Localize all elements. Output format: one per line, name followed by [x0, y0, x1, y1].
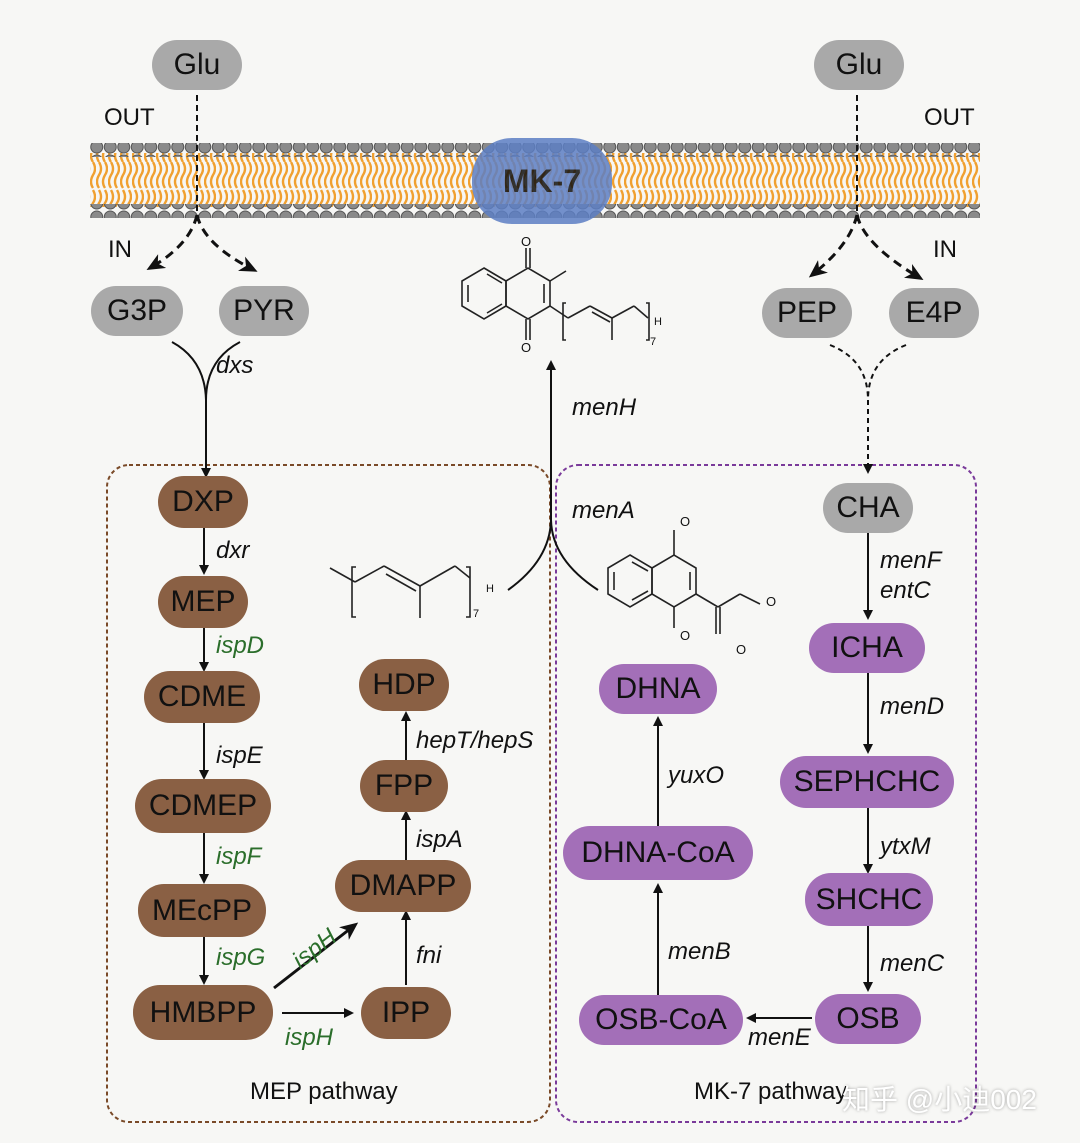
g3p-node: G3P	[91, 286, 183, 336]
hmbpp-node: HMBPP	[133, 985, 273, 1040]
enzyme-hept-heps: hepT/hepS	[416, 727, 534, 754]
e4p-node: E4P	[889, 288, 979, 338]
pep-node: PEP	[762, 288, 852, 338]
dhna-node: DHNA	[599, 664, 717, 714]
mk7-oxygen-bottom: O	[521, 340, 532, 355]
dhna-oxygen-top: O	[680, 514, 691, 529]
enzyme-ispa: ispA	[416, 826, 463, 853]
enzyme-isph: ispH	[285, 1024, 334, 1051]
dmapp-node: DMAPP	[335, 860, 471, 912]
shchc-node: SHCHC	[805, 873, 933, 926]
mk7-oxygen-top: O	[521, 234, 532, 249]
glucose-uptake-left	[146, 95, 258, 272]
dhna-structure	[607, 530, 761, 634]
pyr-node: PYR	[219, 286, 309, 336]
mep-pathway-label: MEP pathway	[250, 1078, 398, 1105]
watermark: 知乎 @小迪002	[842, 1084, 1037, 1115]
enzyme-entc: entC	[880, 577, 931, 604]
osb-node: OSB	[815, 994, 921, 1044]
icha-node: ICHA	[809, 623, 925, 673]
enzyme-menh: menH	[572, 394, 637, 421]
mecpp-node: MEcPP	[138, 884, 266, 937]
mena-menh-arrow	[507, 360, 599, 591]
enzyme-yuxo: yuxO	[668, 762, 725, 789]
cha-synthesis-arrow	[829, 344, 907, 474]
enzyme-ytxm: ytxM	[880, 833, 931, 860]
sephchc-node: SEPHCHC	[780, 756, 954, 808]
chain-hydrogen: H	[486, 583, 494, 595]
heptaprenyl-chain-structure	[329, 565, 471, 618]
mep-pathway-region	[106, 464, 551, 1123]
enzyme-ispd: ispD	[216, 632, 265, 659]
glucose-right-node: Glu	[814, 40, 904, 90]
cha-node: CHA	[823, 483, 913, 533]
hdp-node: HDP	[359, 659, 449, 711]
dxp-node: DXP	[158, 476, 248, 528]
enzyme-ispg: ispG	[216, 944, 266, 971]
mk7-pathway-region	[555, 464, 977, 1123]
fpp-node: FPP	[360, 760, 448, 812]
enzyme-menb: menB	[668, 938, 731, 965]
osb-coa-node: OSB-CoA	[579, 995, 743, 1045]
enzyme-dxs: dxs	[216, 352, 254, 379]
enzyme-mend: menD	[880, 693, 945, 720]
mep-arrows	[199, 528, 411, 1018]
outside-label-right: OUT	[924, 104, 975, 131]
enzyme-ispf: ispF	[216, 843, 262, 870]
dxs-arrow	[171, 341, 241, 478]
outside-label-left: OUT	[104, 104, 155, 131]
chain-subscript: 7	[473, 608, 480, 620]
cdme-node: CDME	[144, 671, 260, 723]
ipp-node: IPP	[361, 987, 451, 1039]
dhna-hydroxyl-oxygen: O	[766, 594, 777, 609]
enzyme-menf: menF	[880, 547, 942, 574]
dhna-oxygen-bottom: O	[680, 628, 691, 643]
enzyme-dxr: dxr	[216, 537, 250, 564]
enzyme-mena: menA	[572, 497, 635, 524]
mk7-pathway-label: MK-7 pathway	[694, 1078, 848, 1105]
inside-label-left: IN	[108, 236, 132, 263]
mk7-subscript: 7	[650, 336, 657, 348]
inside-label-right: IN	[933, 236, 957, 263]
mep-node: MEP	[158, 576, 248, 628]
dhna-coa-node: DHNA-CoA	[563, 826, 753, 880]
menaquinone-7-structure	[461, 248, 650, 341]
mk7-membrane-label: MK-7	[472, 138, 612, 224]
enzyme-menc: menC	[880, 950, 945, 977]
dhna-carboxyl-oxygen: O	[736, 642, 747, 657]
glucose-left-node: Glu	[152, 40, 242, 90]
mk7-arrows	[653, 533, 873, 1023]
mk7-hydrogen: H	[654, 316, 662, 328]
enzyme-ispe: ispE	[216, 742, 263, 769]
glucose-uptake-right	[808, 95, 924, 281]
enzyme-mene: menE	[748, 1024, 811, 1051]
enzyme-fni: fni	[416, 942, 442, 969]
cdmep-node: CDMEP	[135, 779, 271, 833]
